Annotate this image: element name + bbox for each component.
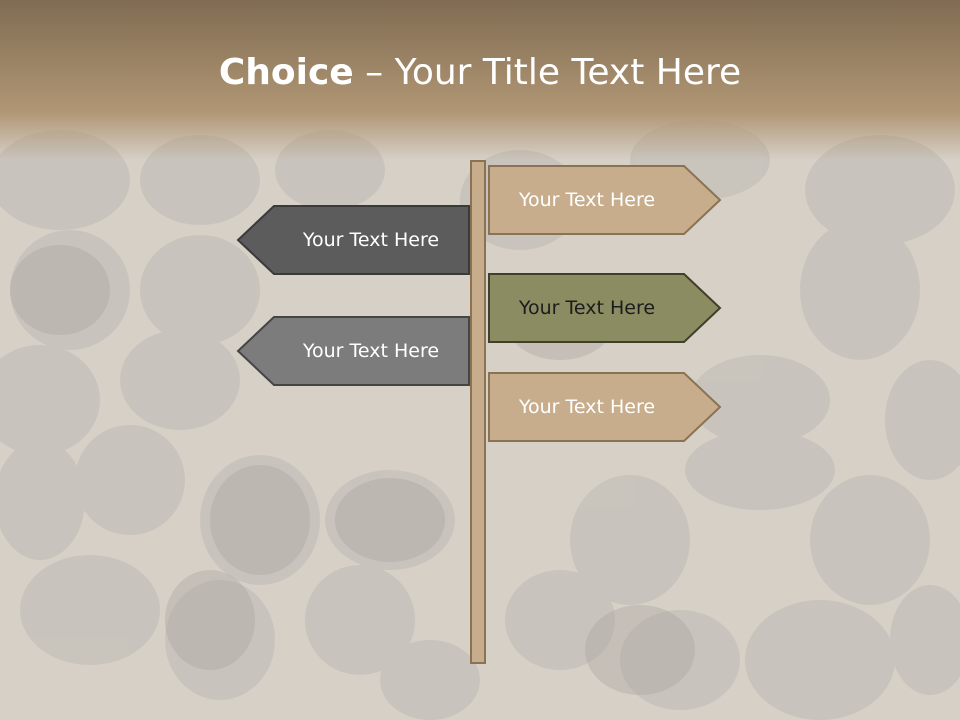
sign-right-top[interactable]: Your Text Here [488,165,722,235]
sign-left-top[interactable]: Your Text Here [236,205,470,275]
sign-right-middle[interactable]: Your Text Here [488,273,722,343]
slide-title: Choice – Your Title Text Here [0,52,960,93]
sign-right-top-shape [488,165,722,235]
sign-right-bottom[interactable]: Your Text Here [488,372,722,442]
sign-left-top-label: Your Text Here [302,229,440,251]
sign-right-middle-label: Your Text Here [518,297,656,319]
title-bold-part: Choice [218,52,354,93]
sign-right-bottom-label: Your Text Here [518,396,656,418]
title-rest: – Your Title Text Here [353,52,742,93]
sign-left-bottom[interactable]: Your Text Here [236,316,470,386]
signpost-pole [470,160,486,664]
sign-left-bottom-label: Your Text Here [302,340,440,362]
sign-left-top-shape [236,205,470,275]
sign-right-middle-shape [488,273,722,343]
sign-left-bottom-shape [236,316,470,386]
sign-right-top-label: Your Text Here [518,189,656,211]
sign-right-bottom-shape [488,372,722,442]
header-band [0,0,960,160]
